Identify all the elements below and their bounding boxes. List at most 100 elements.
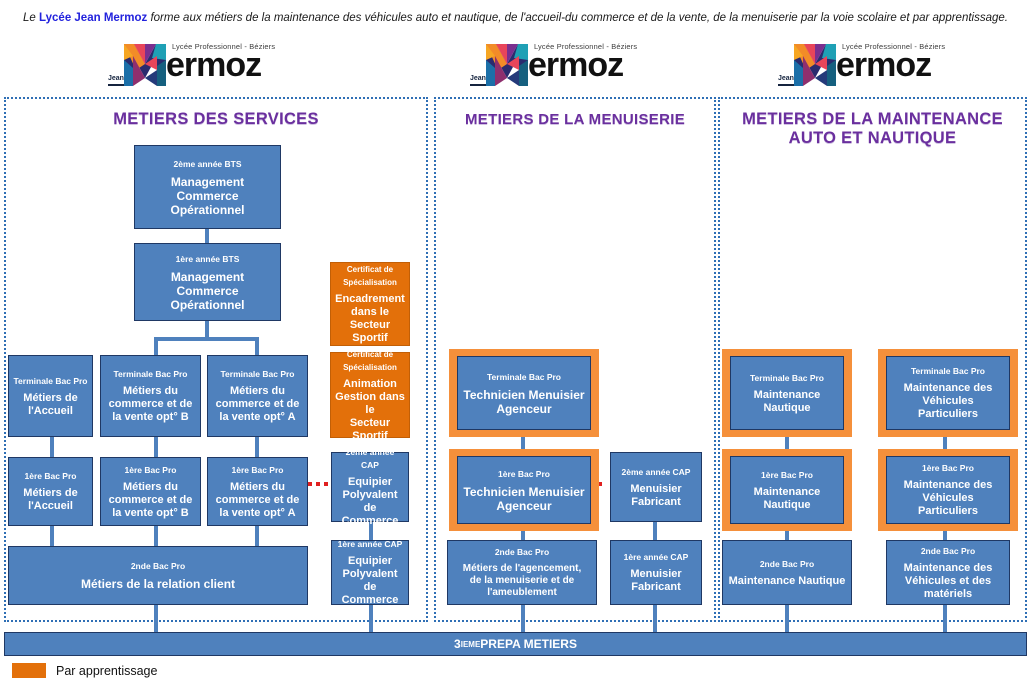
prepa-suffix: IEME <box>460 639 481 649</box>
connector-prem-optB-sec <box>154 526 158 546</box>
connector-branch-optA <box>255 337 259 355</box>
mermoz-m-icon <box>486 44 528 86</box>
logo-jean-text: Jean <box>470 75 486 86</box>
box-level: 1ère Bac Pro <box>124 464 177 475</box>
legend: Par apprentissage <box>12 663 157 678</box>
connector-cap1-menuisier-prepa <box>653 605 657 633</box>
connector-dotted-optA-cap2 <box>308 482 332 486</box>
box-level: Terminale Bac Pro <box>749 372 824 383</box>
box-level: 1ère Bac Pro <box>761 469 813 480</box>
column-frame-services <box>4 97 428 622</box>
box-name: Maintenance Nautique <box>728 574 846 587</box>
column-frame-menuiserie <box>434 97 716 622</box>
box-seconde-agencement-menuiserie[interactable]: 2nde Bac Pro Métiers de l'agencement,de … <box>447 540 597 605</box>
prepa-label: PREPA METIERS <box>480 637 577 651</box>
connector-prem-menuisier-sec <box>521 527 525 545</box>
legend-apprenticeship-label: Par apprentissage <box>56 663 158 678</box>
box-level: Terminale Bac Pro <box>910 366 985 376</box>
connector-bts2-bts1 <box>205 228 209 244</box>
connector-term-menuisier-prem <box>521 432 525 454</box>
logo-wordmark: ermoz <box>166 46 262 84</box>
school-name: Lycée Jean Mermoz <box>39 12 148 24</box>
logo-wordmark: ermoz <box>836 46 932 84</box>
box-level: 2nde Bac Pro <box>130 561 186 571</box>
box-name: Maintenance Nautique <box>753 388 821 414</box>
prepa-ordinal: 3 <box>454 637 461 651</box>
connector-term-optA-prem <box>255 437 259 457</box>
box-level: 2ème année CAP <box>345 447 395 470</box>
mermoz-m-icon <box>124 44 166 86</box>
box-level: 1ère année BTS <box>175 253 240 264</box>
connector-sec-vp-prepa <box>943 605 947 633</box>
intro-prefix: Le <box>23 12 40 24</box>
intro-banner: Le Lycée Jean Mermoz forme aux métiers d… <box>0 12 1031 24</box>
connector-sec-nautique-prepa <box>785 605 789 633</box>
connector-prem-nautique-sec <box>785 527 789 545</box>
connector-bts1-down <box>205 320 209 340</box>
legend-orange-swatch <box>12 663 46 678</box>
box-level: Terminale Bac Pro <box>13 375 88 386</box>
box-name: Métiers de l'agencement,de la menuiserie… <box>462 563 582 598</box>
connector-branch-optB <box>154 337 158 355</box>
box-seconde-maintenance-nautique[interactable]: 2nde Bac Pro Maintenance Nautique <box>722 540 852 605</box>
connector-term-vp-prem <box>943 432 947 454</box>
column-title-services: METIERS DES SERVICES <box>113 110 319 128</box>
box-level: 2ème année CAP <box>621 466 691 477</box>
box-level: 1ère année CAP <box>337 539 403 549</box>
box-level: 1ère Bac Pro <box>24 471 77 481</box>
box-seconde-relation-client[interactable]: 2nde Bac Pro Métiers de la relation clie… <box>8 546 308 605</box>
box-premiere-maintenance-nautique[interactable]: 1ère Bac Pro Maintenance Nautique <box>730 456 844 524</box>
logo-subtitle: Lycée Professionnel - Béziers <box>172 42 276 51</box>
box-level: 1ère Bac Pro <box>231 464 284 475</box>
connector-sec-agencement-prepa <box>521 605 525 633</box>
box-level: 1ère année CAP <box>623 552 689 562</box>
box-name: Maintenance Nautique <box>753 485 821 511</box>
column-title-maintenance-line2: AUTO ET NAUTIQUE <box>788 129 957 147</box>
connector-term-nautique-prem <box>785 432 789 454</box>
connector-term-accueil-prem <box>50 437 54 457</box>
logo-subtitle: Lycée Professionnel - Béziers <box>842 42 946 51</box>
logo-jean-text: Jean <box>108 75 124 86</box>
connector-cap2-cap1 <box>369 522 373 540</box>
box-terminale-maintenance-nautique[interactable]: Terminale Bac Pro Maintenance Nautique <box>730 356 844 430</box>
connector-cap2-cap1-menuisier <box>653 522 657 540</box>
logo-middle: Jean Lycée Professionnel - Béziers ermoz <box>470 40 680 92</box>
